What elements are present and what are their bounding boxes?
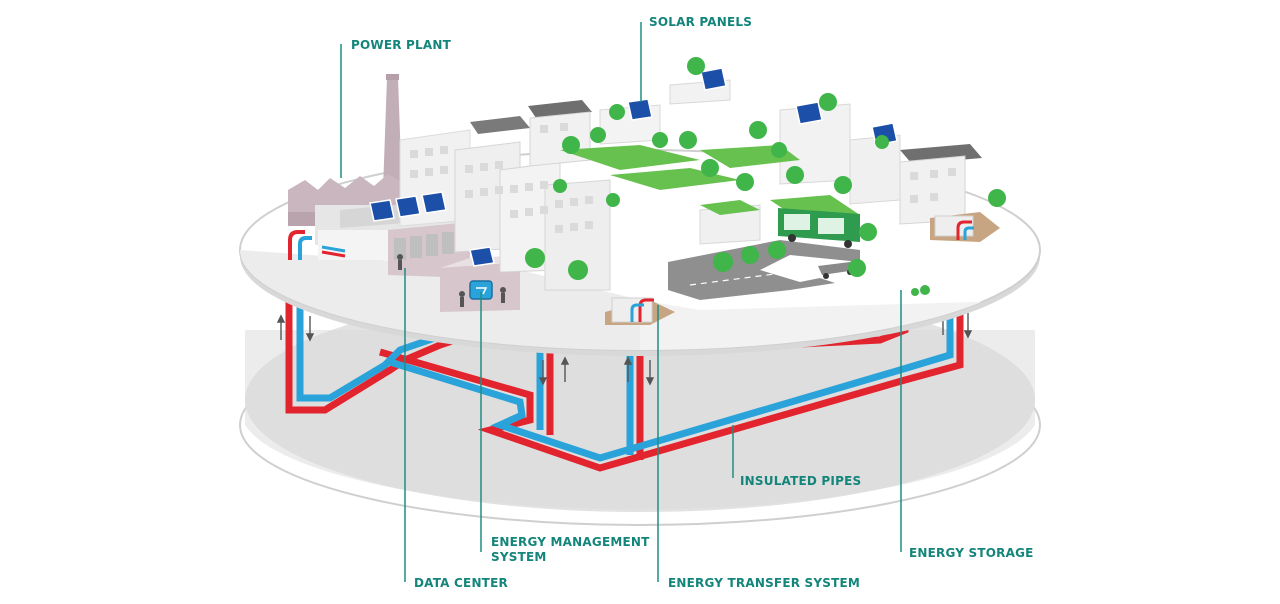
leader-lines — [340, 22, 902, 582]
label-energy-management-line2: SYSTEM — [491, 550, 547, 564]
label-insulated-pipes: INSULATED PIPES — [740, 474, 862, 488]
trees — [525, 57, 1006, 296]
apartment-blocks — [399, 79, 982, 291]
label-power-plant: POWER PLANT — [351, 38, 452, 52]
flow-arrows — [276, 309, 973, 386]
energy-management-building — [440, 255, 525, 312]
label-energy-transfer-system: ENERGY TRANSFER SYSTEM — [668, 576, 861, 590]
label-energy-management-line1: ENERGY MANAGEMENT — [491, 535, 650, 549]
energy-storage-unit — [930, 212, 1000, 242]
bus — [778, 208, 860, 248]
label-energy-management-system: ENERGY MANAGEMENT SYSTEM — [491, 535, 650, 565]
solar-panel-array — [369, 67, 898, 267]
label-solar-panels: SOLAR PANELS — [649, 15, 753, 29]
label-data-center: DATA CENTER — [414, 576, 508, 590]
label-energy-storage: ENERGY STORAGE — [909, 546, 1034, 560]
data-center-building — [388, 222, 470, 278]
